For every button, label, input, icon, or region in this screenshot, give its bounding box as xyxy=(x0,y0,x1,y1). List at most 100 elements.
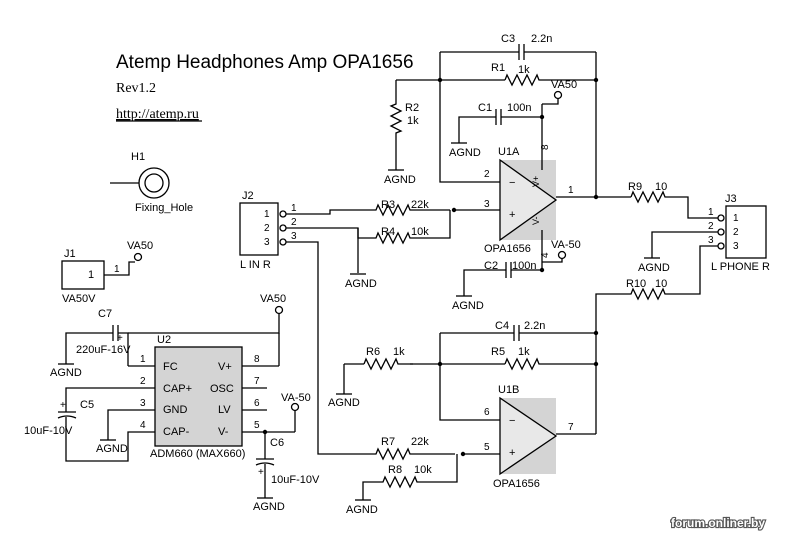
r10-value: 10 xyxy=(655,278,667,290)
wire-u2-gnd xyxy=(107,409,155,440)
j2-pin-1: 1 xyxy=(264,209,270,220)
r3-value: 22k xyxy=(411,199,429,211)
junction-r1-c3 xyxy=(437,77,443,83)
fixing-hole-outer xyxy=(138,167,170,199)
u1b-pin-noninv: 5 xyxy=(484,442,490,453)
opamp-u1b: U1B OPA1656 − + 6 5 7 xyxy=(484,384,574,490)
junction-c1-vpos xyxy=(539,114,545,120)
resistor-r1 xyxy=(504,73,594,87)
j3-value: L PHONE R xyxy=(711,261,770,273)
va-neg50-label-u2: VA-50 xyxy=(281,392,311,404)
url-link[interactable]: http://atemp.ru xyxy=(116,107,199,122)
wire-j3-gnd xyxy=(651,231,718,258)
u1a-pin-out: 1 xyxy=(568,185,574,196)
u1b-pin-out: 7 xyxy=(568,422,574,433)
wire-u2-cap-plus xyxy=(65,387,155,412)
agnd-label-c7: AGND xyxy=(50,367,82,379)
agnd-label-r8: AGND xyxy=(346,504,378,516)
c4-value: 2.2n xyxy=(524,320,545,332)
wire-u1a-inv xyxy=(439,52,500,183)
j3-pin-3: 3 xyxy=(733,241,739,252)
c6-polarity: + xyxy=(258,467,264,478)
r5-value: 1k xyxy=(518,346,530,358)
u1a-value: OPA1656 xyxy=(484,243,531,255)
j3-body xyxy=(725,205,767,259)
u1b-value: OPA1656 xyxy=(493,478,540,490)
j1-va50-terminal xyxy=(133,252,143,262)
j3-terminal-2 xyxy=(717,228,725,236)
wire-c7-gnd xyxy=(65,332,113,364)
c5-plate-bottom xyxy=(57,415,77,419)
h1-value: Fixing_Hole xyxy=(135,202,193,214)
u1a-minus-sign: − xyxy=(509,177,515,189)
j3-wire-pin-1: 1 xyxy=(708,207,714,218)
u2-pin5-num: 5 xyxy=(254,420,260,431)
r2-ref: R2 xyxy=(405,102,419,114)
u2-pin2-num: 2 xyxy=(140,376,146,387)
r9-value: 10 xyxy=(655,181,667,193)
agnd-label-c6: AGND xyxy=(253,501,285,513)
wire-c1-gnd xyxy=(458,116,496,143)
c6-value: 10uF-10V xyxy=(271,474,320,486)
u1b-triangle xyxy=(499,396,558,476)
r1-ref: R1 xyxy=(491,62,505,74)
j1-pin: 1 xyxy=(88,269,94,281)
connector-j3: J3 1 2 3 L PHONE R 1 2 3 xyxy=(708,193,770,273)
u1a-ref: U1A xyxy=(498,146,520,158)
resistor-r4 xyxy=(370,210,451,245)
junction-r5-r6 xyxy=(437,361,443,367)
j2-value: L IN R xyxy=(240,259,271,271)
wire-c2-gnd xyxy=(463,269,506,296)
fixing-hole-h1: H1 Fixing_Hole xyxy=(110,151,193,214)
j2-wire-pin-2: 2 xyxy=(291,217,297,228)
j3-wire-pin-2: 2 xyxy=(708,221,714,232)
r6-value: 1k xyxy=(393,346,405,358)
j2-pin-2: 2 xyxy=(264,223,270,234)
r10-ref: R10 xyxy=(626,278,646,290)
c1-value: 100n xyxy=(507,102,531,114)
wire-va50-u2 xyxy=(128,313,280,334)
revision-label: Rev1.2 xyxy=(116,81,156,96)
fixing-hole-inner xyxy=(144,173,164,193)
junction-c4-out xyxy=(593,330,599,336)
j3-terminal-1 xyxy=(717,214,725,222)
u2-pin7-num: 7 xyxy=(254,376,260,387)
wire-j2-r7 xyxy=(286,241,370,455)
u2-pin8-num: 8 xyxy=(254,354,260,365)
junction-r5-out xyxy=(593,361,599,367)
agnd-label-c2: AGND xyxy=(452,300,484,312)
j2-wire-pin-3: 3 xyxy=(291,231,297,242)
j2-body xyxy=(239,202,279,256)
agnd-label-c1: AGND xyxy=(449,147,481,159)
r7-value: 22k xyxy=(411,436,429,448)
va-neg50-label-u1a: VA-50 xyxy=(551,239,581,251)
c5-polarity: + xyxy=(60,400,66,411)
r1-value: 1k xyxy=(518,64,530,76)
c3-ref: C3 xyxy=(501,33,515,45)
r6-ref: R6 xyxy=(366,346,380,358)
schematic-title: Atemp Headphones Amp OPA1656 xyxy=(116,52,414,73)
va-neg50-terminal-u2 xyxy=(290,402,300,412)
u2-pin4-num: 4 xyxy=(140,420,146,431)
c7-polarity: + xyxy=(117,333,123,344)
c7-ref: C7 xyxy=(98,308,112,320)
agnd-label-r6: AGND xyxy=(328,397,360,409)
c6-plate-bottom xyxy=(255,462,275,466)
r8-ref: R8 xyxy=(388,464,402,476)
va-neg50-terminal-u1a xyxy=(557,250,567,260)
u2-body xyxy=(154,346,243,447)
c5-value: 10uF-10V xyxy=(24,425,73,437)
u1a-triangle xyxy=(499,158,558,242)
c3-value: 2.2n xyxy=(531,33,552,45)
watermark: forum.onliner.by xyxy=(671,516,765,530)
j3-pin-1: 1 xyxy=(733,213,739,224)
va50-label-u1a: VA50 xyxy=(551,79,577,91)
u1a-pin-vneg: 4 xyxy=(540,252,551,258)
resistor-r9 xyxy=(630,190,708,219)
connector-j1: J1 1 VA50V 1 VA50 xyxy=(61,240,153,305)
wire-j2-r3 xyxy=(286,209,370,215)
c2-ref: C2 xyxy=(484,260,498,272)
wire-va50-u1a xyxy=(542,98,559,105)
